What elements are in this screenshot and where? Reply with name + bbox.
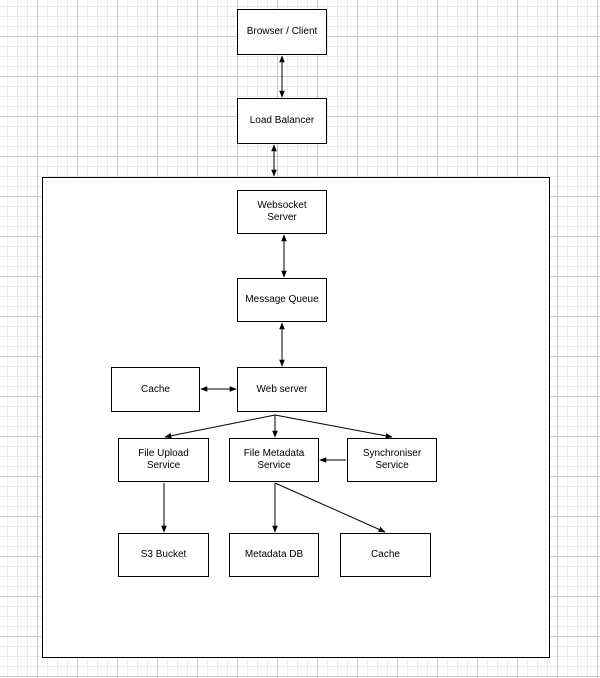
edge-meta-cache2 (274, 482, 386, 533)
node-file-upload-service[interactable]: File Upload Service (118, 438, 209, 482)
node-file-metadata-service[interactable]: File Metadata Service (229, 438, 319, 482)
node-cache-right[interactable]: Cache (340, 533, 431, 577)
node-web-server[interactable]: Web server (237, 367, 327, 412)
node-load-balancer[interactable]: Load Balancer (237, 98, 327, 144)
edge-web-upload (164, 414, 276, 439)
edge-web-sync (274, 414, 393, 439)
node-synchroniser-service[interactable]: Synchroniser Service (347, 438, 437, 482)
node-browser-client[interactable]: Browser / Client (237, 9, 327, 55)
services-container (42, 177, 550, 658)
node-message-queue[interactable]: Message Queue (237, 278, 327, 322)
node-cache-left[interactable]: Cache (111, 367, 200, 412)
node-websocket-server[interactable]: Websocket Server (237, 190, 327, 234)
node-s3-bucket[interactable]: S3 Bucket (118, 533, 209, 577)
node-metadata-db[interactable]: Metadata DB (229, 533, 319, 577)
